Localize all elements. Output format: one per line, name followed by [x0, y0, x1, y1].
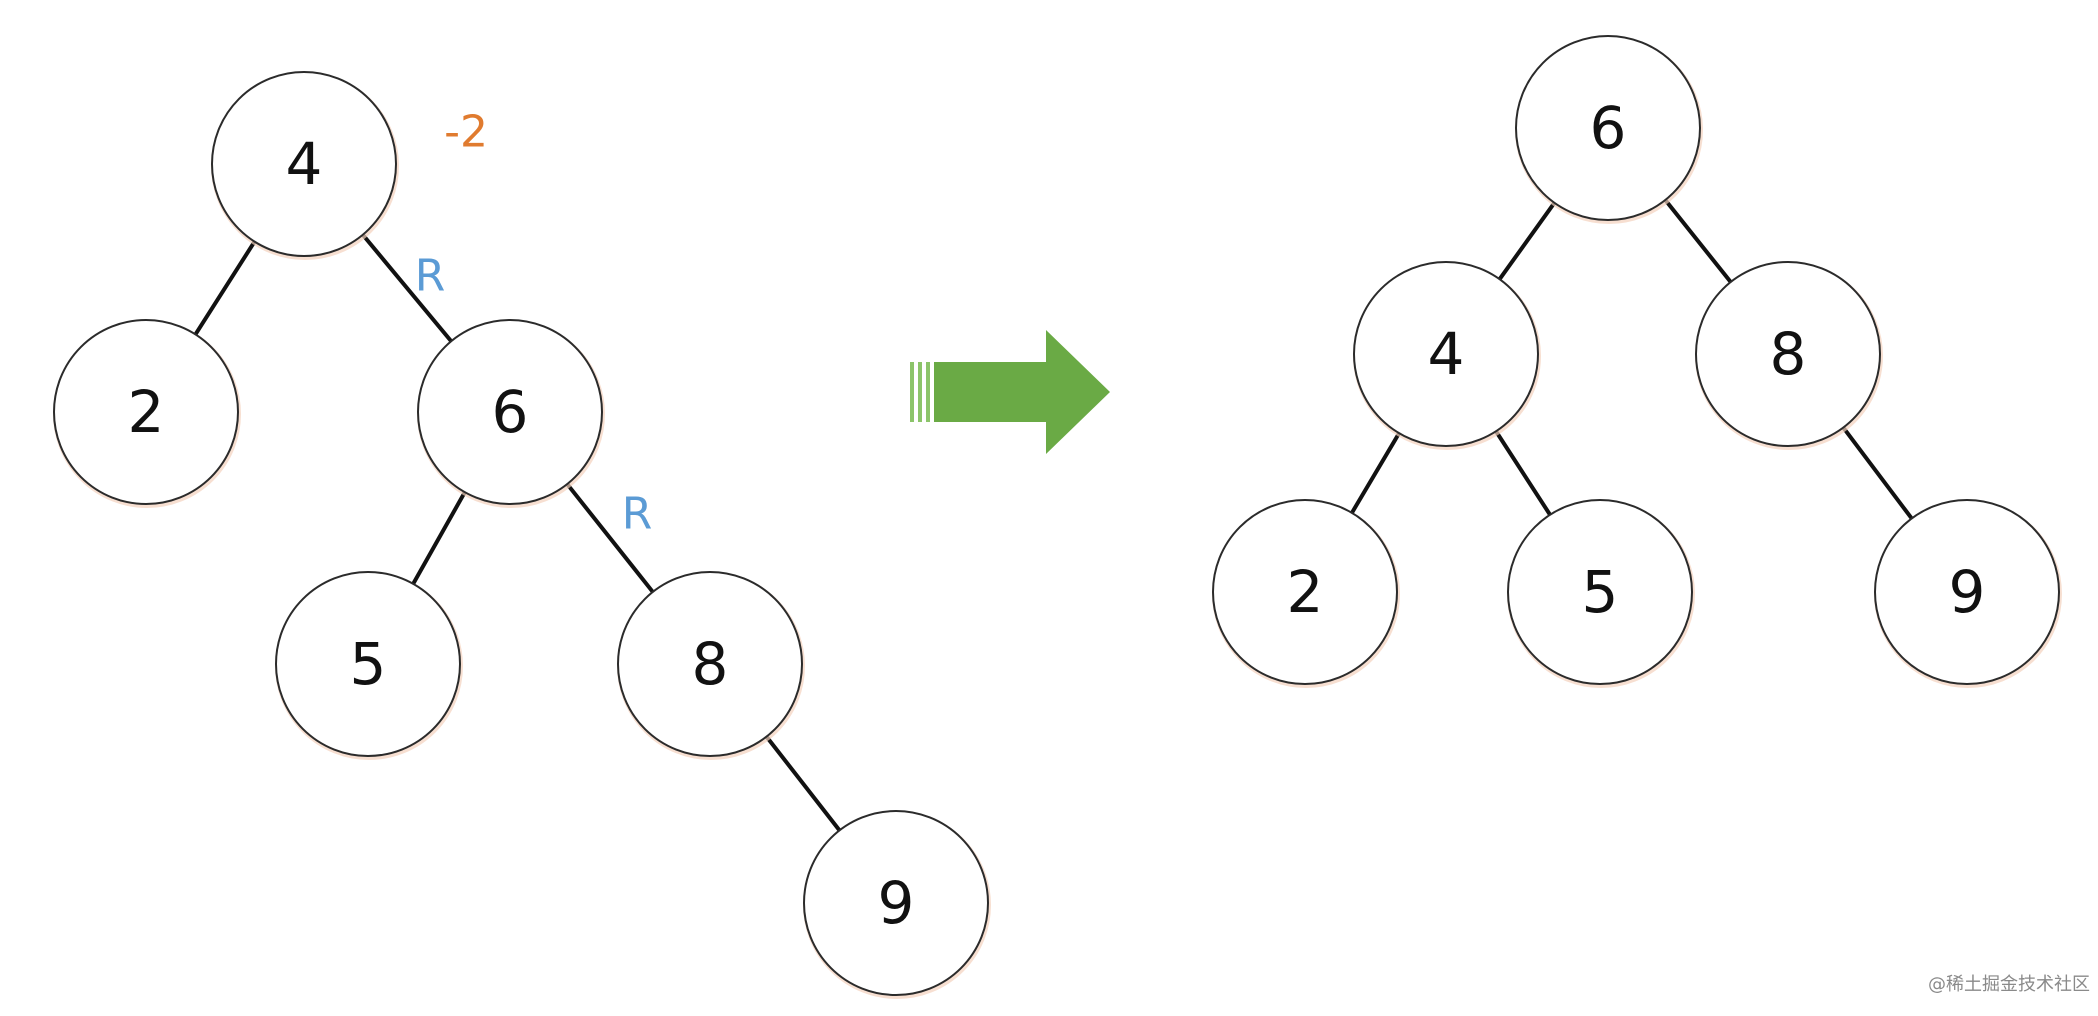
node-label: 6	[1590, 94, 1627, 162]
edge-a4-a5	[1493, 429, 1553, 517]
edge-b4-b6	[360, 232, 454, 344]
before-node-6: 6	[417, 319, 605, 508]
after-tree: 6 4 8 2 5 9	[1212, 35, 2062, 688]
right-arrow-icon	[910, 330, 1110, 454]
after-node-9: 9	[1874, 499, 2062, 688]
edge-b8-b9	[764, 734, 842, 833]
node-circle	[53, 319, 239, 505]
node-label: 6	[492, 378, 529, 446]
node-label: 2	[1287, 558, 1324, 626]
edge-b6-b8	[565, 482, 655, 594]
rotation-marker-1: R	[415, 251, 446, 302]
before-node-5: 5	[275, 571, 463, 760]
node-circle	[1507, 499, 1693, 685]
rotation-annotations: -2R R	[415, 107, 653, 540]
node-circle	[275, 571, 461, 757]
arrow-body	[934, 330, 1110, 454]
edge-a8-a9	[1841, 425, 1914, 521]
before-node-2: 2	[53, 319, 241, 508]
node-circle	[211, 71, 397, 257]
after-node-2: 2	[1212, 499, 1400, 688]
node-label: 9	[878, 869, 915, 937]
node-circle	[1874, 499, 2060, 685]
node-label: 9	[1949, 558, 1986, 626]
node-label: 5	[350, 630, 387, 698]
before-node-8: 8	[617, 571, 805, 760]
balance-factor-label: -2	[444, 107, 488, 158]
edge-a6-a4	[1497, 200, 1557, 282]
after-node-4: 4	[1353, 261, 1541, 450]
node-label: 2	[128, 378, 165, 446]
node-circle	[1212, 499, 1398, 685]
node-label: 4	[286, 130, 323, 198]
node-label: 8	[1770, 320, 1807, 388]
before-tree: 4 2 6 5 8 9	[53, 71, 991, 999]
edge-b6-b5	[411, 490, 467, 586]
node-circle	[1515, 35, 1701, 221]
node-circle	[1353, 261, 1539, 447]
before-tree-edges	[193, 232, 842, 833]
node-label: 8	[692, 630, 729, 698]
node-label: 4	[1428, 320, 1465, 388]
after-tree-edges	[1349, 197, 1914, 521]
watermark: @稀土掘金技术社区	[1928, 974, 2090, 995]
after-node-5: 5	[1507, 499, 1695, 688]
arrow-stripe-1	[910, 362, 914, 422]
after-node-8: 8	[1695, 261, 1883, 450]
node-circle	[417, 319, 603, 505]
node-circle	[1695, 261, 1881, 447]
after-node-6: 6	[1515, 35, 1703, 224]
edge-b4-b2	[193, 239, 257, 337]
arrow-stripe-2	[918, 362, 922, 422]
node-label: 5	[1582, 558, 1619, 626]
node-circle	[617, 571, 803, 757]
arrow-stripe-3	[926, 362, 930, 422]
edge-a4-a2	[1349, 431, 1402, 515]
before-node-9: 9	[803, 810, 991, 999]
before-node-4: 4	[211, 71, 399, 260]
edge-a6-a8	[1663, 197, 1733, 285]
rotation-marker-2: R	[622, 489, 653, 540]
node-circle	[803, 810, 989, 996]
